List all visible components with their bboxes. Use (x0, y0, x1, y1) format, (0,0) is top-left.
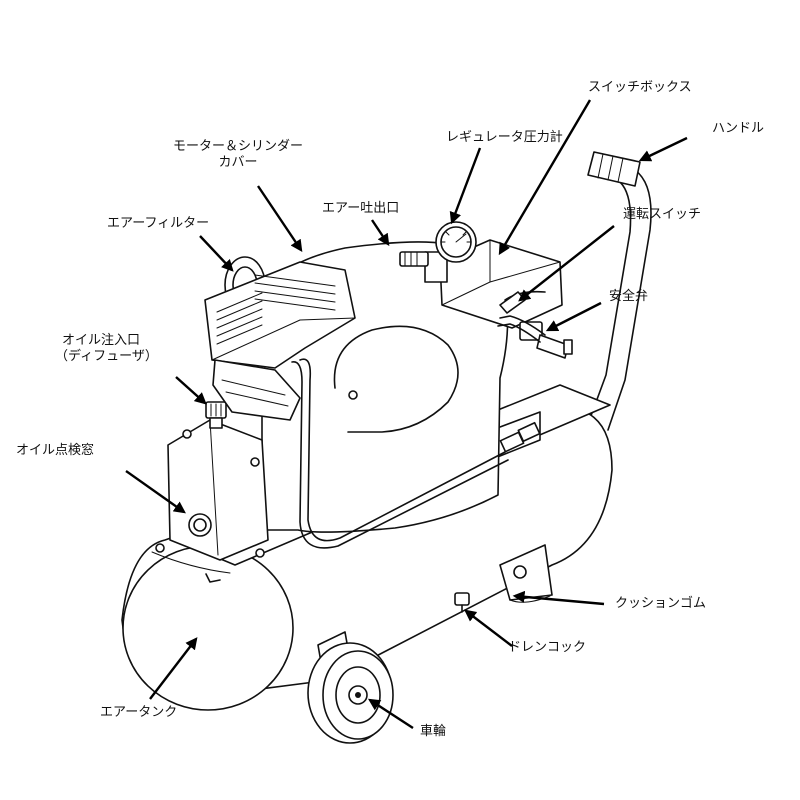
label-wheel: 車輪 (420, 724, 447, 739)
arrow-safety-valve (545, 301, 602, 332)
arrow-motor-cover (257, 185, 303, 252)
arrow-air-outlet (371, 219, 390, 246)
label-switch-box: スイッチボックス (588, 80, 692, 95)
label-run-switch: 運転スイッチ (623, 207, 702, 222)
switch-box (439, 239, 563, 341)
switch-pipe (497, 315, 546, 343)
arrow-switch-box (498, 99, 592, 256)
arrow-oil-window (125, 470, 186, 514)
label-regulator-gauge: レギュレータ圧力計 (446, 130, 563, 145)
oil-sight-window (188, 513, 212, 537)
oil-inlet-cap (205, 401, 227, 429)
arrow-air-filter (199, 235, 234, 272)
arrow-regulator-gauge (449, 147, 482, 225)
safety-valve (536, 334, 573, 359)
arrow-run-switch (518, 225, 615, 302)
arrow-oil-inlet (175, 376, 207, 405)
label-cushion-rubber: クッションゴム (615, 596, 707, 611)
arrow-cushion-rubber (512, 590, 605, 606)
air-outlet-fitting (399, 251, 429, 267)
regulator (424, 221, 477, 283)
label-motor-cover-line1: モーター＆シリンダー (172, 139, 303, 154)
cover-louvers (216, 274, 336, 345)
label-oil-inlet-line2: （ディフューザ） (55, 349, 158, 364)
discharge-hose (291, 358, 541, 549)
label-oil-inlet: オイル注入口 （ディフューザ） (55, 333, 158, 365)
label-air-outlet: エアー吐出口 (322, 201, 400, 216)
label-oil-window: オイル点検窓 (16, 443, 95, 458)
label-motor-cover-line2: カバー (218, 155, 258, 170)
arrow-drain-cock (464, 609, 513, 647)
arrow-wheel (367, 698, 414, 730)
cylinder-block (167, 419, 269, 561)
handle (584, 151, 652, 433)
label-drain-cock: ドレンコック (508, 640, 587, 655)
label-air-tank: エアータンク (100, 705, 178, 720)
arrow-air-tank (149, 637, 198, 700)
label-motor-cylinder-cover: モーター＆シリンダー カバー (168, 139, 308, 171)
arrow-handle (638, 136, 688, 162)
cylinder-cover (204, 261, 356, 421)
label-handle: ハンドル (712, 121, 765, 136)
wheel (307, 642, 394, 744)
label-oil-inlet-line1: オイル注入口 (62, 333, 141, 348)
drain-cock (454, 592, 470, 613)
callout-arrows (125, 99, 688, 730)
label-safety-valve: 安全弁 (609, 289, 649, 304)
label-air-filter: エアーフィルター (107, 216, 210, 231)
